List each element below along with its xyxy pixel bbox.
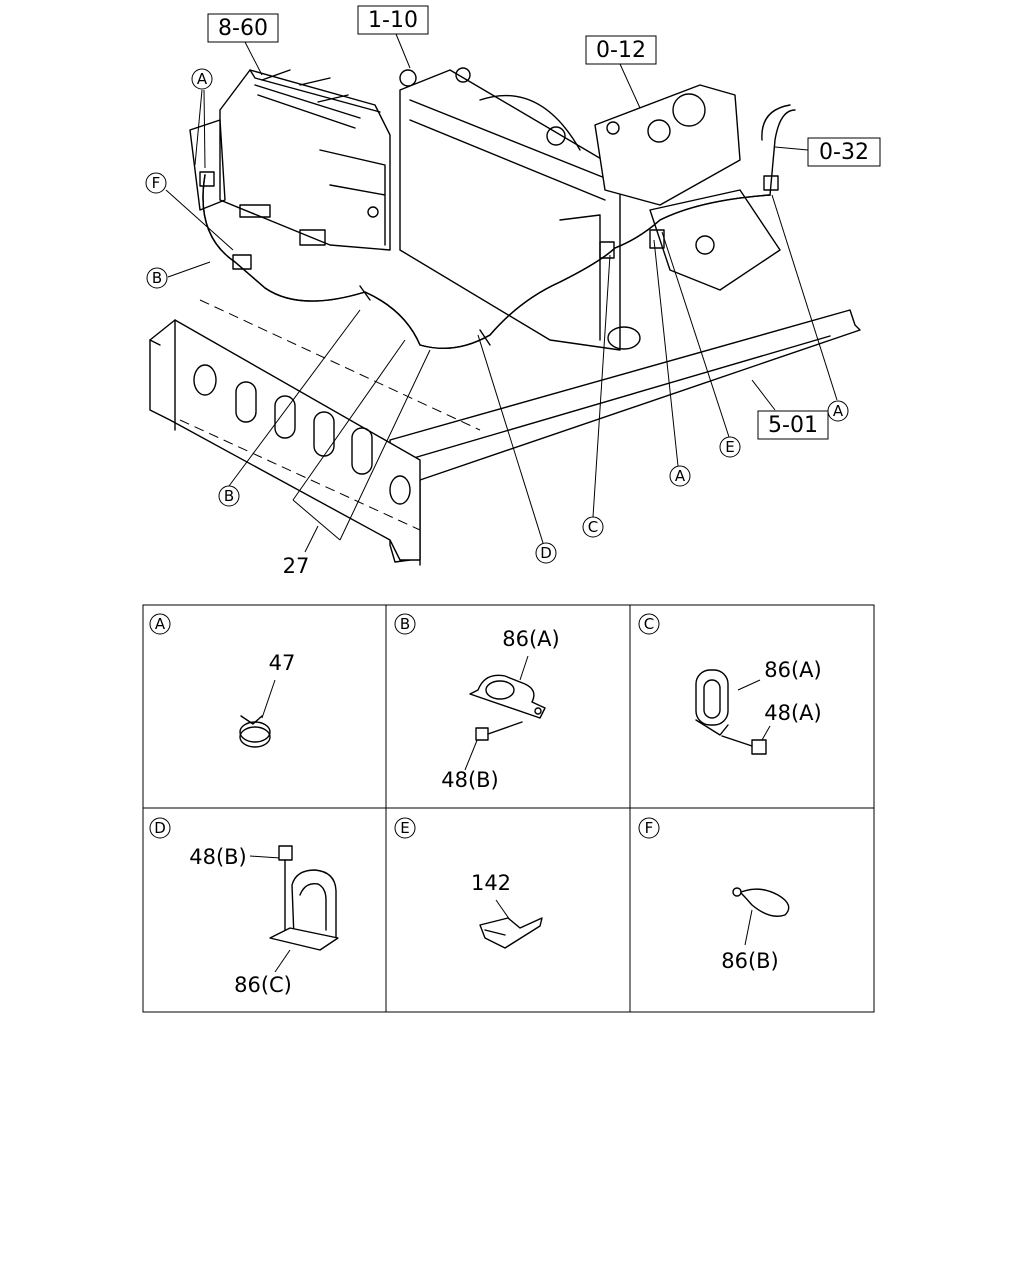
- detail-d-part-2: 86(C): [234, 973, 292, 997]
- detail-b-part-1: 86(A): [502, 627, 559, 651]
- callout-b-left-label: B: [152, 269, 162, 287]
- reference-box-4-label: 0-32: [819, 140, 869, 165]
- callout-c-label: C: [588, 518, 598, 536]
- chassis-frame-drawing: [149, 299, 861, 566]
- detail-e-part-1: 142: [471, 871, 511, 895]
- reference-box-1: 8-60: [207, 13, 279, 43]
- callout-leaders: [165, 89, 838, 553]
- detail-f-letter: F: [645, 819, 654, 837]
- detail-a-part-1: 47: [269, 651, 296, 675]
- hose-clamp-drawing: [239, 715, 271, 748]
- detail-c-part-1: 86(A): [764, 658, 821, 682]
- bracket-drawing-e: [479, 917, 543, 949]
- detail-c-letter: C: [644, 615, 654, 633]
- clip-drawing: [469, 674, 546, 719]
- callout-b-lower-label: B: [224, 487, 234, 505]
- callout-d: D: [535, 542, 557, 564]
- detail-d-part-1: 48(B): [189, 845, 247, 869]
- callout-a-right: A: [827, 400, 849, 422]
- callout-a-mid: A: [669, 465, 691, 487]
- callout-d-label: D: [540, 544, 552, 562]
- callout-b-left: B: [146, 267, 168, 289]
- bolt-drawing-c: [721, 735, 767, 755]
- reference-box-2: 1-10: [357, 5, 429, 35]
- detail-b-part-2: 48(B): [441, 768, 499, 792]
- reference-box-5-label: 5-01: [768, 413, 818, 438]
- reference-box-3: 0-12: [585, 35, 657, 65]
- bracket-clip-drawing: [269, 845, 339, 951]
- callout-top-a: A: [191, 68, 213, 90]
- detail-d: D 48(B) 86(C): [149, 817, 339, 997]
- engine-drawing: [594, 84, 781, 291]
- reference-box-2-label: 1-10: [368, 8, 418, 33]
- detail-a: A 47: [149, 613, 296, 748]
- main-part-number: 27: [283, 554, 310, 578]
- callout-a-right-label: A: [833, 402, 844, 420]
- detail-table: [142, 604, 875, 1013]
- detail-c: C 86(A) 48(A): [638, 613, 822, 755]
- radiator-drawing: [399, 67, 641, 351]
- bolt-drawing: [475, 721, 523, 741]
- callout-a-mid-label: A: [675, 467, 686, 485]
- detail-f-part-1: 86(B): [721, 949, 779, 973]
- heater-hose-drawing: [199, 104, 796, 350]
- detail-e: E 142: [394, 817, 543, 949]
- detail-e-letter: E: [400, 819, 409, 837]
- callout-e-label: E: [725, 438, 734, 456]
- callout-c: C: [582, 516, 604, 538]
- wire-clip-drawing: [732, 887, 790, 917]
- detail-b-letter: B: [400, 615, 410, 633]
- reference-box-4: 0-32: [807, 137, 881, 167]
- detail-b: B 86(A) 48(B): [394, 613, 560, 792]
- detail-f: F 86(B): [638, 817, 790, 973]
- reference-box-5: 5-01: [757, 410, 829, 440]
- reference-box-3-label: 0-12: [596, 38, 646, 63]
- detail-a-letter: A: [155, 615, 166, 633]
- reference-leaders: [244, 33, 809, 411]
- callout-e: E: [719, 436, 741, 458]
- detail-d-letter: D: [154, 819, 166, 837]
- double-clip-drawing: [695, 669, 729, 736]
- callout-b-lower: B: [218, 485, 240, 507]
- callout-f: F: [145, 172, 167, 194]
- callout-top-a-label: A: [197, 70, 208, 88]
- detail-c-part-2: 48(A): [764, 701, 821, 725]
- reference-box-1-label: 8-60: [218, 16, 268, 41]
- heater-unit-drawing: [189, 69, 391, 251]
- callout-f-label: F: [152, 174, 161, 192]
